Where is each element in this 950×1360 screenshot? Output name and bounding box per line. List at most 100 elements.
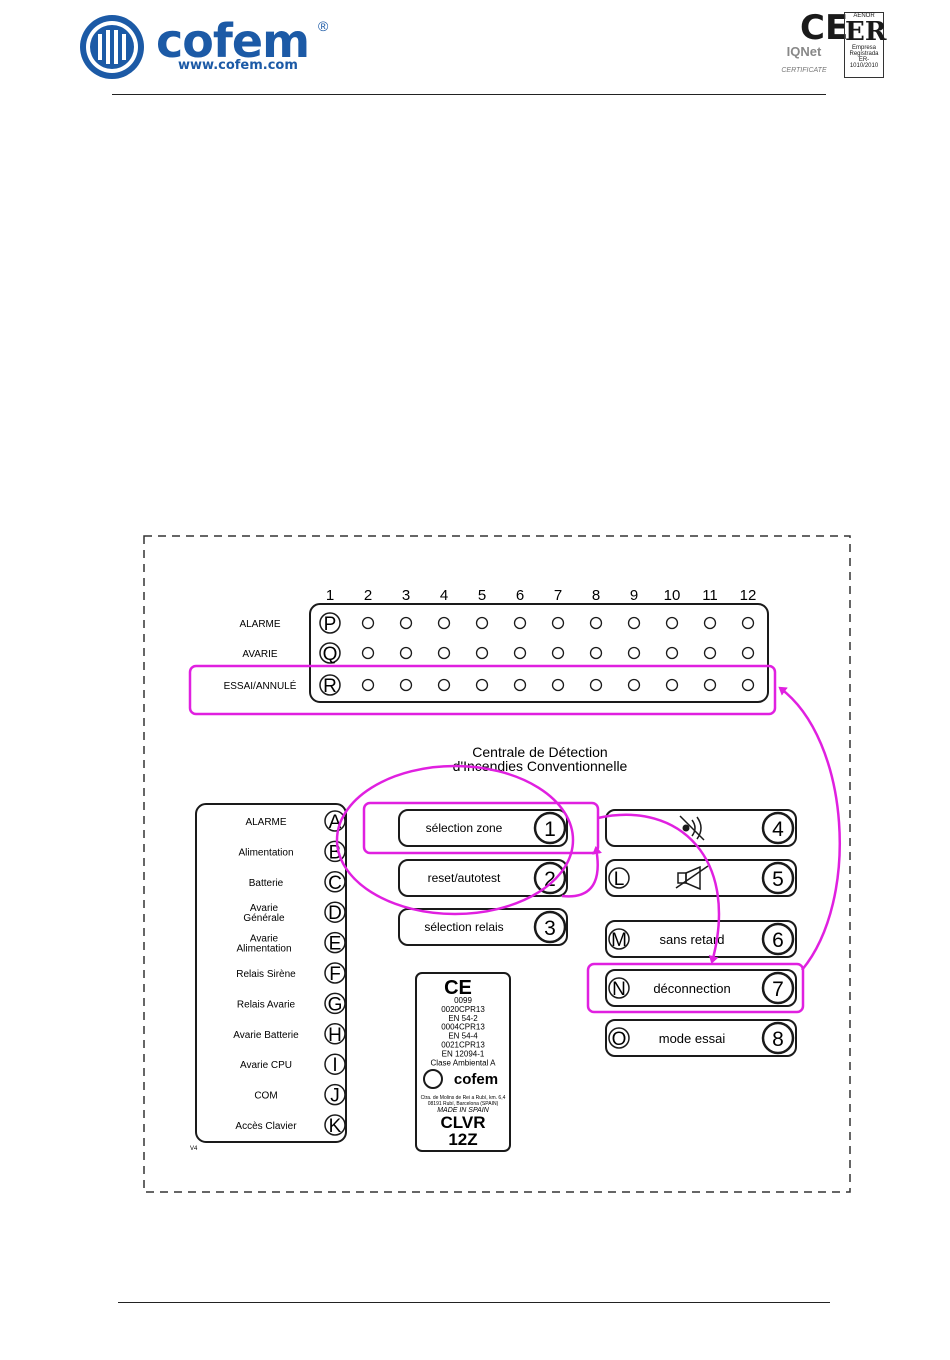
status-led-label: Générale xyxy=(243,913,285,924)
button-body[interactable] xyxy=(605,969,797,1007)
button-body[interactable] xyxy=(398,809,568,847)
zone-number: 7 xyxy=(554,587,562,604)
status-led-circle xyxy=(324,1083,346,1106)
status-led-circle xyxy=(324,901,346,923)
button-number-circle xyxy=(533,811,567,845)
button-number: 7 xyxy=(772,978,784,1001)
button-number-circle xyxy=(533,910,567,944)
zone-led xyxy=(703,678,717,692)
button-body[interactable] xyxy=(605,920,797,958)
status-led-label: Avarie Batterie xyxy=(233,1030,299,1041)
status-led-label: Relais Avarie xyxy=(237,999,296,1010)
zone-number: 5 xyxy=(478,587,486,604)
status-led-circle xyxy=(324,992,346,1015)
status-led-circle xyxy=(324,810,346,832)
zone-number: 8 xyxy=(592,587,600,604)
aenor-code: ER-1010/2010 xyxy=(849,57,879,69)
company-logo xyxy=(78,12,348,82)
status-led-letter: F xyxy=(329,964,341,985)
zone-row-label: ALARME xyxy=(239,619,280,630)
zone-led xyxy=(513,678,527,692)
button-number-circle xyxy=(761,1021,795,1055)
status-led-label: Alimentation xyxy=(236,944,291,955)
zone-led xyxy=(475,678,489,692)
button-number: 4 xyxy=(772,818,784,841)
iqnet-certificate: IQNet CERTIFICATE xyxy=(768,44,840,74)
product-label-line: 0020CPR13 xyxy=(441,1005,485,1014)
zone-row-letter: Q xyxy=(323,644,338,665)
zone-row-letter-circle xyxy=(319,612,341,634)
zone-led xyxy=(665,678,679,692)
brand-name: cofem xyxy=(156,14,310,68)
button-label: sans retard xyxy=(659,932,724,947)
zone-led xyxy=(361,678,375,692)
product-label-line: Clase Ambiental A xyxy=(431,1058,497,1067)
zone-led xyxy=(589,616,603,630)
iqnet-name: IQNet xyxy=(786,44,822,59)
version-label: V4 xyxy=(190,1146,198,1152)
zone-led xyxy=(627,678,641,692)
product-model-1: CLVR xyxy=(440,1113,485,1132)
brand-url[interactable]: www.cofem.com xyxy=(178,58,298,73)
button-label: sélection zone xyxy=(426,821,503,835)
zone-number: 11 xyxy=(702,587,718,604)
zone-led xyxy=(589,646,603,660)
aenor-name: AENOR xyxy=(853,13,875,19)
zone-led xyxy=(551,678,565,692)
zone-number: 3 xyxy=(402,587,410,604)
aenor-sub2: Registrada xyxy=(849,51,879,57)
status-led-letter: C xyxy=(328,873,342,894)
zone-row-letter: R xyxy=(323,676,337,697)
status-led-circle xyxy=(324,931,346,954)
button-body[interactable] xyxy=(398,908,568,946)
panel-outline xyxy=(143,535,851,1193)
zone-led xyxy=(627,646,641,660)
buzzer-silence-icon xyxy=(679,815,705,841)
highlight-selection-zone xyxy=(362,801,600,855)
zone-led xyxy=(703,616,717,630)
status-led-label: Avarie CPU xyxy=(240,1060,292,1071)
zone-row-letter-circle xyxy=(319,674,341,696)
button-number-circle xyxy=(761,861,795,895)
zone-led xyxy=(627,616,641,630)
registered-mark: ® xyxy=(318,18,329,34)
button-body[interactable] xyxy=(605,859,797,897)
zone-led xyxy=(589,678,603,692)
zone-row-letter-circle xyxy=(319,642,341,664)
button-body[interactable] xyxy=(398,859,568,897)
product-label-line: 0004CPR13 xyxy=(441,1023,485,1032)
button-number-circle xyxy=(761,811,795,845)
button-label: mode essai xyxy=(659,1031,726,1046)
status-led-letter: D xyxy=(328,903,342,924)
status-led-label: Batterie xyxy=(249,878,284,889)
button-body[interactable] xyxy=(605,1019,797,1057)
header-rule xyxy=(112,94,826,95)
status-led-label: Relais Sirène xyxy=(236,969,296,980)
button-letter: N xyxy=(612,979,626,1000)
ce-mark: CE xyxy=(800,8,849,48)
aenor-certificate: AENOR ER Empresa Registrada ER-1010/2010 xyxy=(844,12,886,78)
status-led-circle xyxy=(324,1023,346,1045)
product-model-2: 12Z xyxy=(448,1130,477,1149)
zone-number: 1 xyxy=(326,587,334,604)
zone-number: 10 xyxy=(664,587,681,604)
zone-led xyxy=(551,616,565,630)
status-led-circle xyxy=(324,871,346,893)
button-number: 6 xyxy=(772,929,784,952)
button-label: déconnection xyxy=(653,981,730,996)
status-led-letter: I xyxy=(332,1055,337,1076)
product-label-line: 0021CPR13 xyxy=(441,1041,485,1050)
aenor-sub1: Empresa xyxy=(851,45,876,51)
zone-row-label: ESSAI/ANNULÉ xyxy=(224,679,297,692)
panel-title-line1: Centrale de Détection xyxy=(472,744,607,760)
